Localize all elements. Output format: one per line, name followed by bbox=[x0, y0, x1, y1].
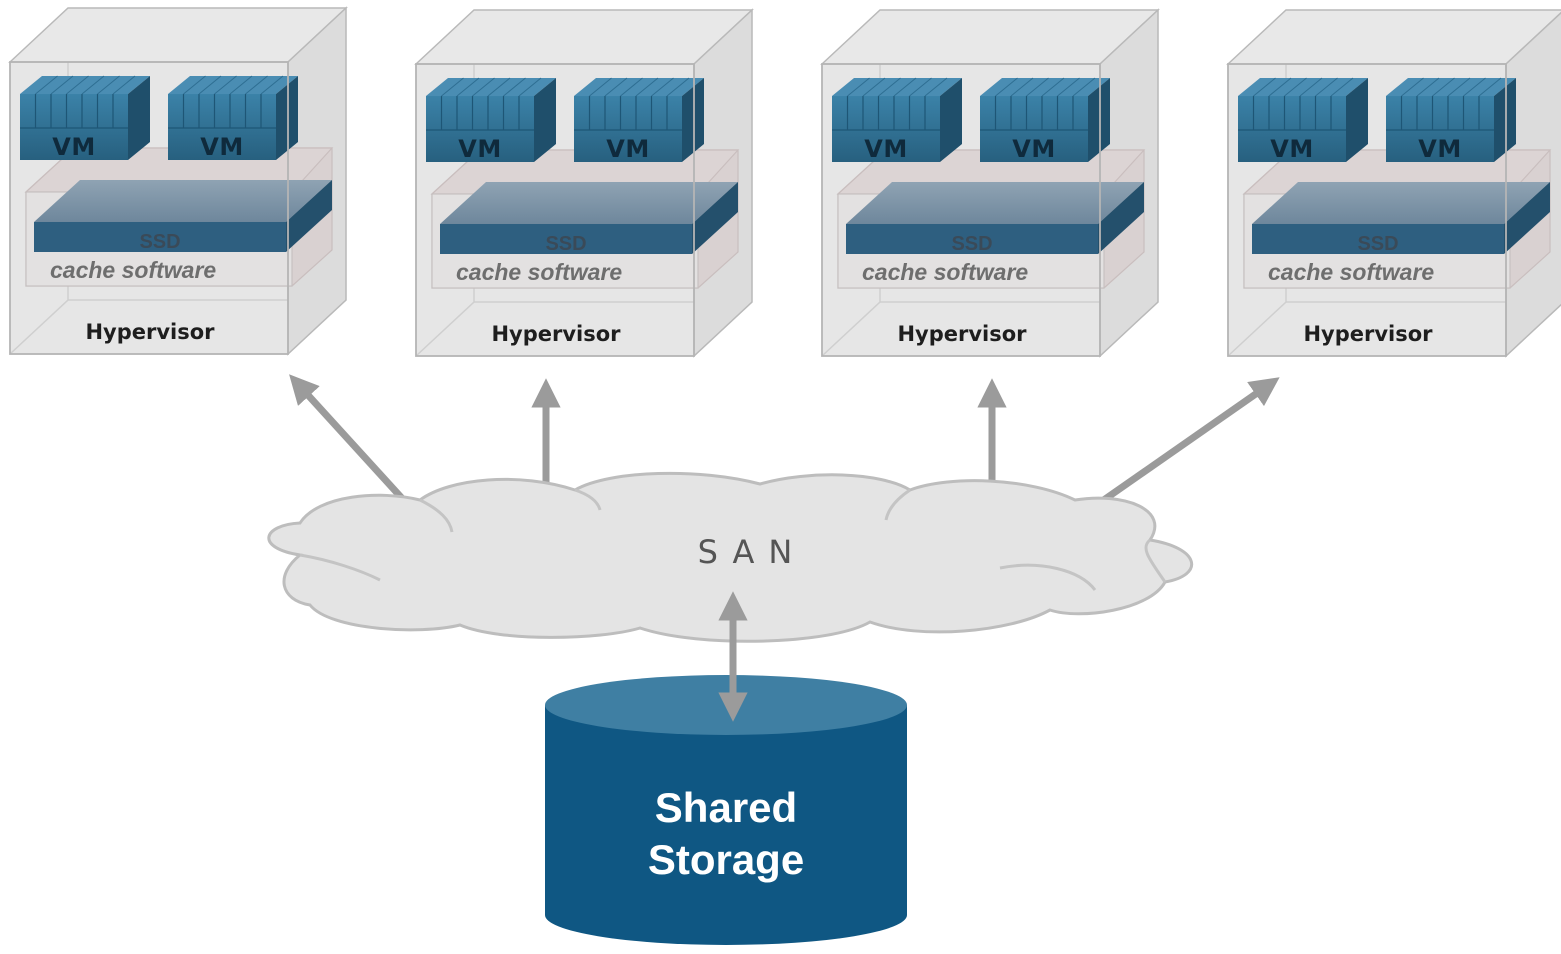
vm-label: VM bbox=[606, 135, 649, 163]
vm-block: VM bbox=[426, 77, 556, 163]
cache-software-label: cache software bbox=[456, 259, 622, 285]
ssd-block: SSD bbox=[34, 180, 332, 253]
vm-label: VM bbox=[52, 133, 95, 161]
storage-label-line2: Storage bbox=[648, 836, 804, 883]
ssd-block: SSD bbox=[846, 182, 1144, 255]
vm-label: VM bbox=[1270, 135, 1313, 163]
vm-block: VM bbox=[980, 77, 1110, 163]
hypervisor-label: Hypervisor bbox=[1303, 322, 1433, 346]
ssd-block: SSD bbox=[440, 182, 738, 255]
hypervisor-host: SSD cache software VM VM Hypervisor bbox=[8, 6, 348, 356]
vm-block: VM bbox=[832, 77, 962, 163]
hypervisor-label: Hypervisor bbox=[897, 322, 1027, 346]
storage-label-line1: Shared bbox=[655, 784, 797, 831]
ssd-label: SSD bbox=[1357, 233, 1398, 255]
hypervisor-host: SSD cache software VM VM Hypervisor bbox=[414, 8, 754, 358]
ssd-label: SSD bbox=[951, 233, 992, 255]
hypervisor-host: SSD cache software VM VM Hypervisor bbox=[820, 8, 1160, 358]
cache-software-label: cache software bbox=[50, 257, 216, 283]
vm-label: VM bbox=[1418, 135, 1461, 163]
hypervisor-label: Hypervisor bbox=[85, 320, 215, 344]
vm-label: VM bbox=[200, 133, 243, 161]
hosts-row: SSD cache software VM VM Hypervisor SSD cache … bbox=[8, 6, 1561, 358]
ssd-block: SSD bbox=[1252, 182, 1550, 255]
cache-software-label: cache software bbox=[1268, 259, 1434, 285]
vm-block: VM bbox=[1386, 77, 1516, 163]
hypervisor-label: Hypervisor bbox=[491, 322, 621, 346]
san-label: SAN bbox=[698, 533, 807, 571]
ssd-label: SSD bbox=[139, 231, 180, 253]
vm-label: VM bbox=[458, 135, 501, 163]
cache-software-label: cache software bbox=[862, 259, 1028, 285]
vm-label: VM bbox=[1012, 135, 1055, 163]
vm-block: VM bbox=[1238, 77, 1368, 163]
vm-label: VM bbox=[864, 135, 907, 163]
shared-storage-cylinder: Shared Storage bbox=[545, 675, 907, 945]
vm-block: VM bbox=[574, 77, 704, 163]
vm-block: VM bbox=[168, 75, 298, 161]
san-cloud: SAN bbox=[267, 471, 1194, 643]
vm-block: VM bbox=[20, 75, 150, 161]
hypervisor-host: SSD cache software VM VM Hypervisor bbox=[1226, 9, 1561, 358]
ssd-label: SSD bbox=[545, 233, 586, 255]
